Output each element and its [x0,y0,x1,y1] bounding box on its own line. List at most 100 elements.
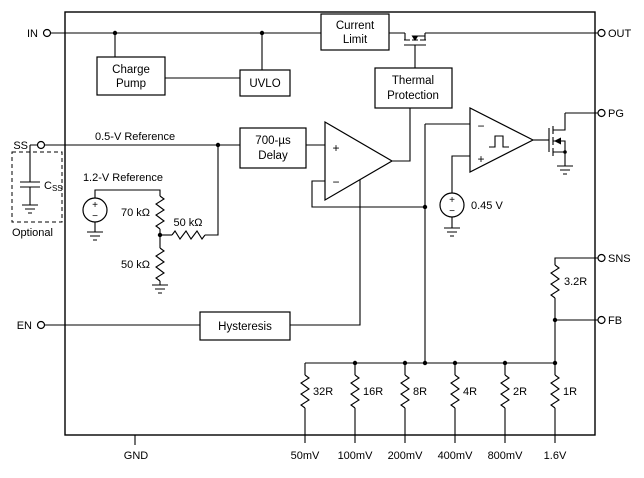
pin-label-en: EN [17,320,32,332]
pin-in [42,28,52,38]
ground-icon [557,165,573,175]
voltage-source-icon [82,197,108,223]
wire-pgfet-source [553,151,566,166]
pin-label-pg: PG [608,108,624,120]
junction-dot [422,360,428,366]
pass-fet-icon [404,33,426,46]
wires [29,32,598,445]
optional-boundary [11,151,63,223]
ladder-tap-label: 50mV [291,450,320,462]
ground-icon [87,231,103,241]
resistor-symbols [155,195,560,299]
fet-body-arrow [554,137,561,145]
ladder-leg-1r: 1R 1.6V [544,363,577,462]
ic-boundary [64,11,596,436]
comparator-minus: − [477,119,484,133]
wire-hysteresis-to-comp [290,180,361,326]
block-hysteresis: Hysteresis [199,311,291,341]
pin-label-in: IN [27,28,38,40]
wire-sns [554,257,598,265]
pin-label-gnd: GND [124,450,149,462]
pin-en [36,320,46,330]
resistor-50k-series-label: 50 kΩ [173,217,202,229]
junction-dot [352,360,358,366]
comparator-plus: + [477,152,484,166]
ladder-leg-2r: 2R 800mV [488,363,527,462]
source-plus: + [449,195,455,206]
block-delay: 700-µs Delay [239,127,307,169]
resistor-50k-ground [155,247,165,282]
ladder-tap-label: 200mV [388,450,424,462]
voltage-source-icon [439,192,465,218]
fet-body-arrow [411,35,419,41]
resistor-70k [155,195,165,230]
resistor-ladder: 32R 50mV 16R 100mV 8R 200mV 4R 400mV 2R … [291,363,577,462]
block-label: Limit [343,34,368,46]
source-plus: + [92,200,98,211]
block-charge-pump: Charge Pump [96,56,166,96]
resistor-3p2r [550,264,560,299]
ladder-tap-label: 100mV [338,450,374,462]
pin-label-ss: SS [13,140,28,152]
pin-label-fb: FB [608,315,622,327]
source-minus: − [449,206,455,217]
wire-ref-to-divider [94,189,161,198]
capacitor-icon [20,181,40,188]
threshold-label: 0.45 V [471,200,503,212]
block-label: Pump [116,78,146,90]
junction-dot [422,204,428,210]
resistor-70k-label: 70 kΩ [121,207,150,219]
resistor-50k-series [171,230,206,240]
pin-label-sns: SNS [608,253,631,265]
pin-label-out: OUT [608,28,632,40]
junction-dot [157,232,163,238]
block-uvlo: UVLO [239,69,291,97]
junction-dot [452,360,458,366]
ladder-resistor-label: 1R [563,386,577,398]
junction-dot [563,150,567,154]
ladder-leg-32r: 32R 50mV [291,363,333,462]
ground-icon [22,204,38,214]
pg-fet-icon [548,126,567,156]
ladder-leg-16r: 16R 100mV [338,363,383,462]
sense-resistor-label: 3.2R [564,276,587,288]
optional-label: Optional [12,227,53,239]
comparator-minus: − [332,175,339,189]
ladder-tap-label: 1.6V [544,450,567,462]
ladder-resistor-label: 4R [463,386,477,398]
ladder-resistor-label: 8R [413,386,427,398]
junction-dot [552,317,558,323]
pin-pg [597,108,606,118]
ladder-leg-4r: 4R 400mV [438,363,477,462]
comparator-icon [324,120,394,202]
wire-comp2-plus [451,155,470,193]
labels: 0.5-V Reference 70 kΩ 50 kΩ 50 kΩ 3.2R [95,131,587,288]
pin-ss [36,140,46,150]
block-label: Hysteresis [218,321,272,333]
ground-icon [444,227,460,237]
bandgap-reference-label: 1.2-V Reference [83,172,163,184]
pin-fb [597,315,606,325]
wire-comp-minus-branch [311,180,425,208]
ladder-tap-label: 800mV [488,450,524,462]
bandgap-source: + − 1.2-V Reference [82,172,163,223]
block-label: UVLO [249,78,280,90]
ladder-tap-label: 400mV [438,450,474,462]
resistor-50k-ground-label: 50 kΩ [121,259,150,271]
comparator-icon [469,107,535,173]
ladder-resistor-label: 16R [363,386,383,398]
wire-pgfet-drain [553,113,566,131]
block-current-limit: Current Limit [320,13,390,51]
block-label: 700-µs [255,135,291,147]
pin-sns [597,253,606,263]
ground-icon [152,284,168,294]
pg-comparator: − + [469,107,535,173]
ss-reference-label: 0.5-V Reference [95,131,175,143]
ladder-resistor-label: 32R [313,386,333,398]
cap-label: CSS [44,180,63,193]
block-label: Thermal [392,75,434,87]
pin-out [597,28,606,38]
junction-dot [502,360,508,366]
